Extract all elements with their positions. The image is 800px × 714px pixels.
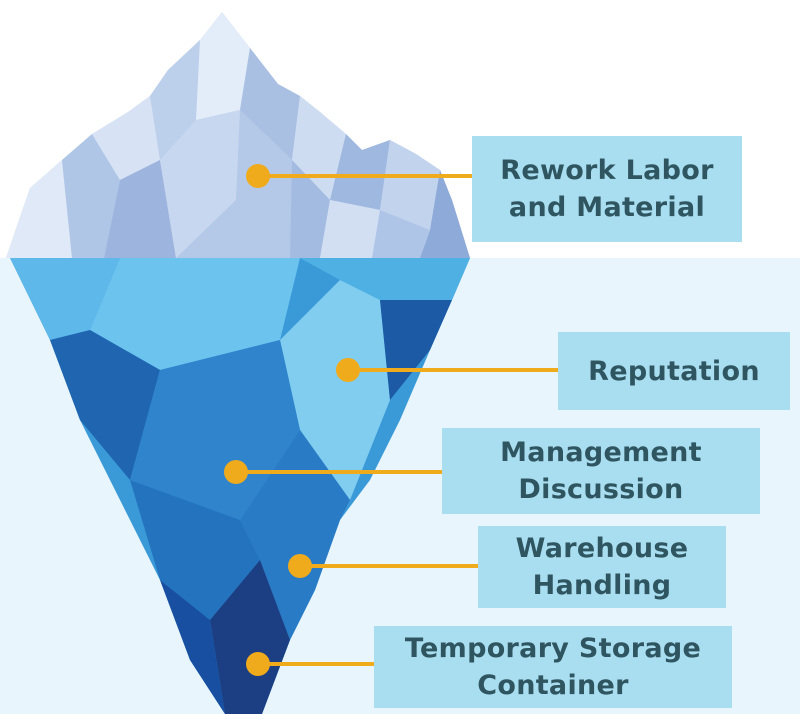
marker-dot-rework — [246, 164, 270, 188]
connector-line-reputation — [350, 368, 560, 372]
label-management-text: Management Discussion — [500, 437, 702, 505]
connector-line-warehouse — [300, 564, 480, 568]
label-reputation: Reputation — [558, 332, 790, 410]
label-reputation-text: Reputation — [588, 355, 760, 387]
label-warehouse: Warehouse Handling — [478, 526, 726, 608]
connector-line-management — [236, 470, 444, 474]
marker-dot-warehouse — [288, 554, 312, 578]
label-storage: Temporary Storage Container — [374, 626, 732, 708]
iceberg-tip — [6, 12, 470, 258]
label-warehouse-text: Warehouse Handling — [515, 533, 689, 601]
connector-line-rework — [260, 174, 474, 178]
label-storage-text: Temporary Storage Container — [404, 633, 702, 701]
label-rework: Rework Labor and Material — [472, 136, 742, 242]
marker-dot-storage — [246, 652, 270, 676]
marker-dot-management — [224, 460, 248, 484]
marker-dot-reputation — [336, 358, 360, 382]
label-management: Management Discussion — [442, 428, 760, 514]
connector-line-storage — [258, 662, 376, 666]
label-rework-text: Rework Labor and Material — [500, 155, 714, 223]
